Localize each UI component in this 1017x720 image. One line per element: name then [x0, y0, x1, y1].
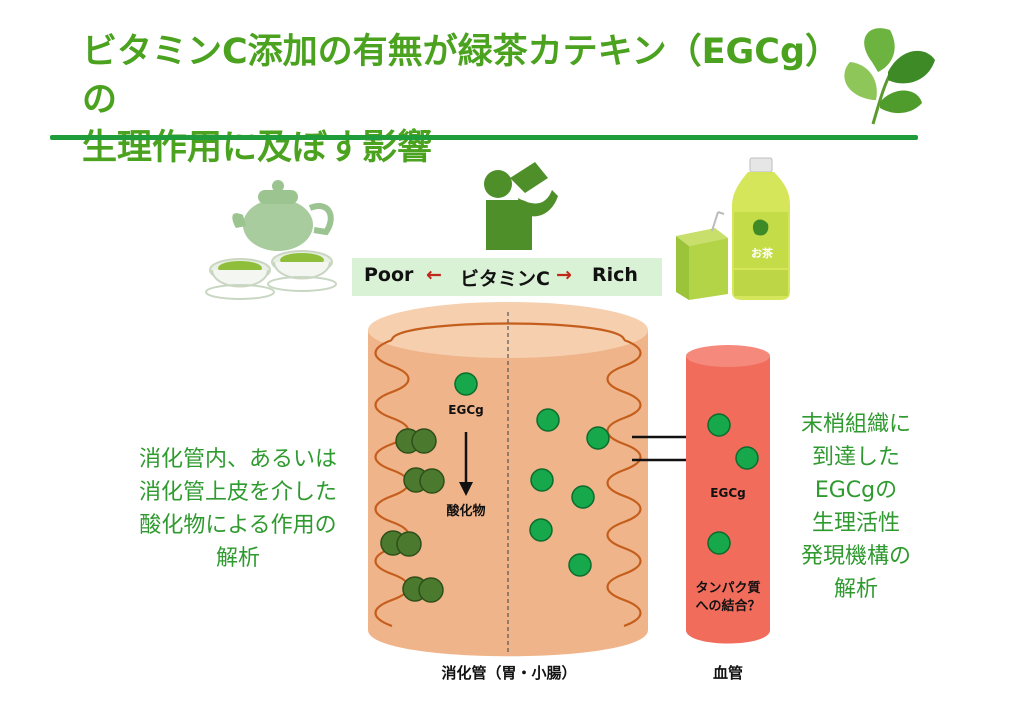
egcg-molecule — [735, 446, 759, 470]
oxidized-egcg-molecule — [411, 428, 437, 454]
right-note-line: 解析 — [833, 577, 878, 602]
gut-egcg-label: EGCg — [448, 403, 484, 417]
vitamin-rich-label: Rich — [592, 264, 638, 286]
right-arrow: → — [556, 264, 572, 286]
tea-leaves-icon — [844, 28, 935, 125]
protein-binding-line: タンパク質 — [695, 581, 761, 596]
egcg-molecule — [586, 426, 610, 450]
juice-box-icon — [676, 211, 728, 300]
protein-binding-line: への結合？ — [695, 599, 761, 614]
vitamin-c-label: ビタミンC — [460, 268, 550, 290]
egcg-molecule — [536, 408, 560, 432]
title-line-2: 生理作用に及ぼす影響 — [82, 128, 433, 168]
egcg-molecule — [571, 485, 595, 509]
tea-bottle-icon — [732, 157, 790, 300]
left-note-line: 消化管上皮を介した — [138, 480, 337, 505]
right-note-line: 生理活性 — [811, 511, 900, 536]
right-note-line: 発現機構の — [800, 544, 911, 569]
oxidized-egcg-molecule — [418, 577, 444, 603]
right-note-line: 到達した — [811, 445, 900, 470]
egcg-molecule — [568, 553, 592, 577]
blood-vessel — [686, 345, 770, 644]
egcg-molecule — [454, 372, 478, 396]
egcg-molecule — [707, 413, 731, 437]
right-note-line: 末梢組織に — [800, 412, 911, 437]
title-line-1: ビタミンC添加の有無が緑茶カテキン（EGCg）の — [82, 32, 841, 120]
left-note-line: 酸化物による作用の — [139, 513, 337, 538]
blood-caption: 血管 — [712, 664, 743, 682]
left-note-line: 解析 — [215, 546, 260, 571]
right-note: 末梢組織に 到達した EGCgの 生理活性 発現機構の 解析 — [776, 408, 936, 606]
egcg-molecule — [707, 531, 731, 555]
egcg-molecule — [530, 468, 554, 492]
egcg-molecule — [529, 518, 553, 542]
right-note-line: EGCgの — [814, 478, 898, 503]
teapot-icon — [232, 180, 334, 251]
tea-cup-icon — [205, 258, 275, 300]
gut-caption: 消化管（胃・小腸） — [441, 664, 577, 682]
protein-binding-label: タンパク質 への結合？ — [684, 580, 772, 616]
left-note: 消化管内、あるいは 消化管上皮を介した 酸化物による作用の 解析 — [118, 443, 358, 575]
vitamin-poor-label: Poor — [364, 264, 414, 286]
bottle-label: お茶 — [751, 247, 773, 260]
oxide-label: 酸化物 — [446, 504, 486, 519]
tea-cup-icon — [267, 250, 337, 292]
oxidized-egcg-molecule — [419, 468, 445, 494]
vitamin-c-scale: Poor ← ビタミンC → Rich — [352, 258, 662, 296]
title-underline — [50, 135, 918, 140]
drinking-person-icon — [484, 162, 558, 250]
blood-egcg-label: EGCg — [710, 486, 746, 500]
page-title: ビタミンC添加の有無が緑茶カテキン（EGCg）の 生理作用に及ぼす影響 — [82, 28, 842, 172]
left-note-line: 消化管内、あるいは — [138, 447, 337, 472]
oxidized-egcg-molecule — [396, 531, 422, 557]
villi-right — [606, 338, 642, 628]
left-arrow: ← — [426, 264, 442, 286]
